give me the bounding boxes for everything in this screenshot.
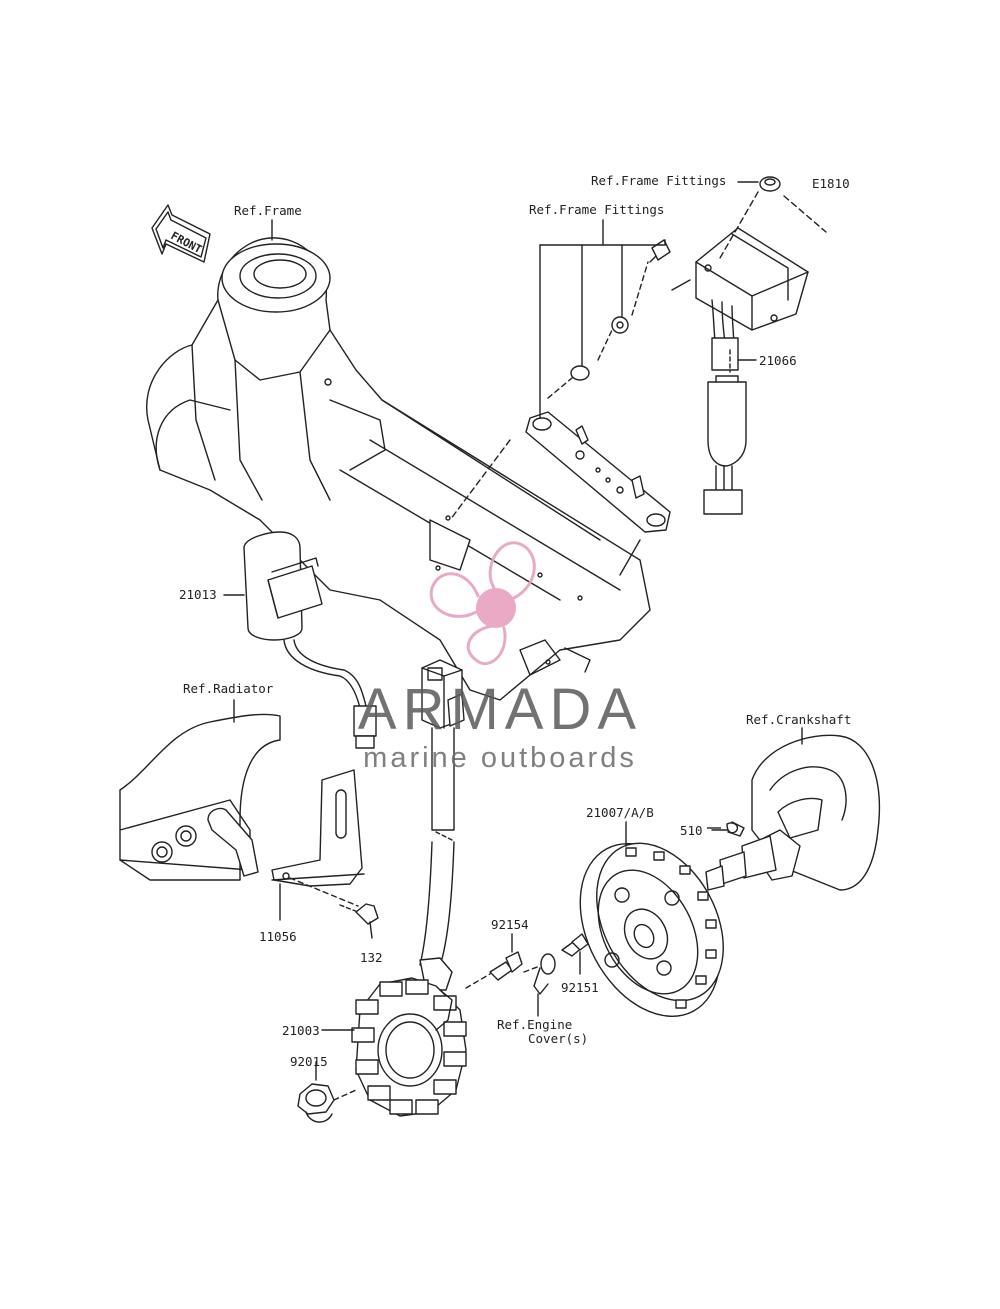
stator-harness <box>419 659 465 991</box>
label-21066: 21066 <box>759 353 797 368</box>
label-ref-engine-cover-line1: Ref.Engine <box>497 1017 573 1032</box>
label-92015: 92015 <box>290 1054 328 1069</box>
nut-92015 <box>297 1061 357 1123</box>
relay-unit <box>243 531 377 749</box>
label-11056: 11056 <box>259 929 297 944</box>
label-21003: 21003 <box>282 1023 320 1038</box>
key-510-icon <box>707 822 739 834</box>
label-ref-frame: Ref.Frame <box>234 203 302 218</box>
label-ref-radiator: Ref.Radiator <box>183 681 274 696</box>
label-21013: 21013 <box>179 587 217 602</box>
label-ref-frame-fittings: Ref.Frame Fittings <box>529 202 665 217</box>
regulator-rectifier <box>695 227 809 515</box>
front-arrow-icon: FRONT <box>151 204 211 263</box>
rotor-flywheel <box>579 842 724 1017</box>
label-ref-engine-cover-line2: Cover(s) <box>528 1031 589 1046</box>
frame-fittings-bracket <box>525 239 671 533</box>
harness-clamp <box>523 953 556 1017</box>
bolt-92151 <box>561 933 589 975</box>
label-92151: 92151 <box>561 980 599 995</box>
watermark-tagline: marine outboards <box>363 742 637 774</box>
label-92154: 92154 <box>491 917 529 932</box>
label-132: 132 <box>360 950 383 965</box>
watermark-propeller-icon <box>429 541 536 666</box>
diagram-code: E1810 <box>812 176 850 191</box>
bolt-92154 <box>465 933 523 989</box>
radiator-drawing <box>119 713 281 881</box>
stay-bracket <box>271 769 365 887</box>
bracket-leaders <box>279 877 359 921</box>
stator-coil <box>351 977 467 1117</box>
frame-drawing <box>146 237 651 701</box>
crankshaft-drawing <box>705 734 881 891</box>
label-ref-frame-fittings-top: Ref.Frame Fittings <box>591 173 727 188</box>
regulator-leaders <box>671 176 827 361</box>
label-510: 510 <box>680 823 703 838</box>
frame-fittings-leaders <box>449 219 666 576</box>
label-21007: 21007/A/B <box>586 805 654 820</box>
bolt-132 <box>339 903 379 939</box>
watermark-brand: ARMADA <box>357 677 643 742</box>
label-ref-crankshaft: Ref.Crankshaft <box>746 712 852 727</box>
